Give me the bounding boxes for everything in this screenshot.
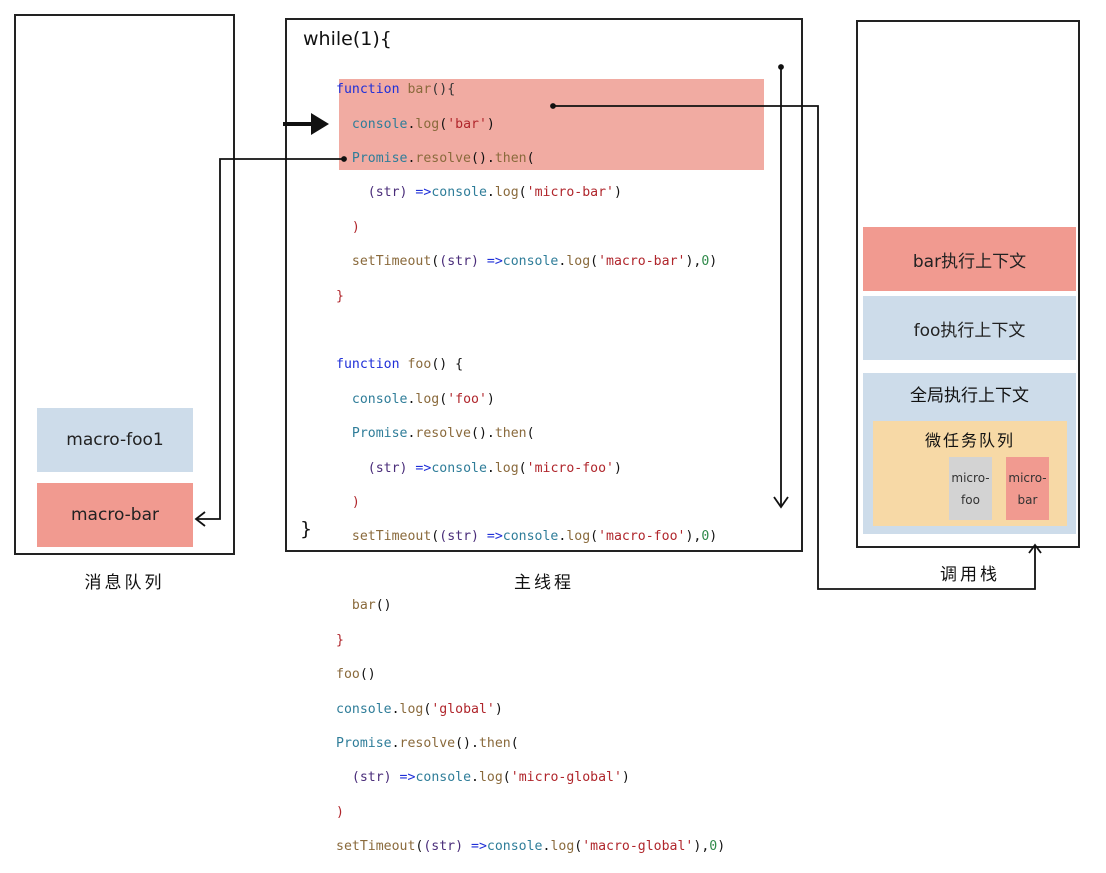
microtask-queue-title: 微任务队列 <box>924 431 1015 450</box>
message-queue-item-macro-foo1: macro-foo1 <box>37 408 193 472</box>
message-queue-item-macro-bar: macro-bar <box>37 483 193 547</box>
message-queue-title: 消息队列 <box>84 573 165 593</box>
code-line: (str) =>console.log('micro-bar') <box>367 185 622 201</box>
promise-then-to-microtask-arrow <box>550 103 1042 590</box>
execution-flow-arrow <box>773 64 789 509</box>
code-line: console.log('global') <box>336 701 503 717</box>
while-loop-close: } <box>300 518 313 540</box>
microtask-queue: 微任务队列 micro- foo micro- bar <box>873 421 1067 526</box>
code-line: console.log('foo') <box>351 391 495 407</box>
call-stack-frame-foo: foo执行上下文 <box>863 296 1076 360</box>
settimeout-to-macro-bar-arrow <box>194 156 347 527</box>
microtask-item-label: micro- <box>1008 470 1047 485</box>
call-stack-frame-label: 全局执行上下文 <box>910 386 1029 406</box>
main-thread-title: 主线程 <box>514 573 574 593</box>
code-line: } <box>336 632 344 648</box>
code-line: function bar(){ <box>336 82 456 98</box>
code-line: setTimeout((str) =>console.log('macro-gl… <box>336 839 726 855</box>
microtask-item-label: bar <box>1017 492 1038 507</box>
code-line: bar() <box>351 598 392 614</box>
call-stack-frame-global: 全局执行上下文 微任务队列 micro- foo micro- bar <box>863 373 1076 534</box>
code-line: setTimeout((str) =>console.log('macro-ba… <box>351 254 718 270</box>
message-queue-item-label: macro-foo1 <box>66 430 164 450</box>
code-line: Promise.resolve().then( <box>351 151 535 167</box>
code-line: (str) =>console.log('micro-global') <box>351 770 630 786</box>
microtask-item-micro-foo: micro- foo <box>949 457 992 520</box>
microtask-item-label: micro- <box>951 470 990 485</box>
call-stack-frame-bar: bar执行上下文 <box>863 227 1076 291</box>
code-line: foo() <box>336 667 376 683</box>
microtask-item-micro-bar: micro- bar <box>1006 457 1049 520</box>
execution-pointer-arrow-icon <box>283 113 329 135</box>
code-line: Promise.resolve().then( <box>351 426 535 442</box>
bar-function-highlight <box>339 79 764 170</box>
call-stack-title: 调用栈 <box>940 565 1000 585</box>
microtask-item-label: foo <box>961 492 980 507</box>
code-line: console.log('bar') <box>351 116 495 132</box>
call-stack-frame-label: foo执行上下文 <box>913 320 1026 341</box>
connector-arrows <box>194 64 1042 590</box>
message-queue-item-label: macro-bar <box>71 505 159 525</box>
code-line: Promise.resolve().then( <box>336 735 519 751</box>
code-line: ) <box>336 804 344 820</box>
code-line: ) <box>351 219 360 235</box>
code-line: setTimeout((str) =>console.log('macro-fo… <box>351 529 718 545</box>
code-line: ) <box>351 495 360 511</box>
while-loop-open: while(1){ <box>303 28 392 50</box>
code-line: (str) =>console.log('micro-foo') <box>367 460 622 476</box>
code-line: function foo() { <box>336 357 464 373</box>
code-line: } <box>336 288 344 304</box>
call-stack-frame-label: bar执行上下文 <box>912 251 1027 272</box>
